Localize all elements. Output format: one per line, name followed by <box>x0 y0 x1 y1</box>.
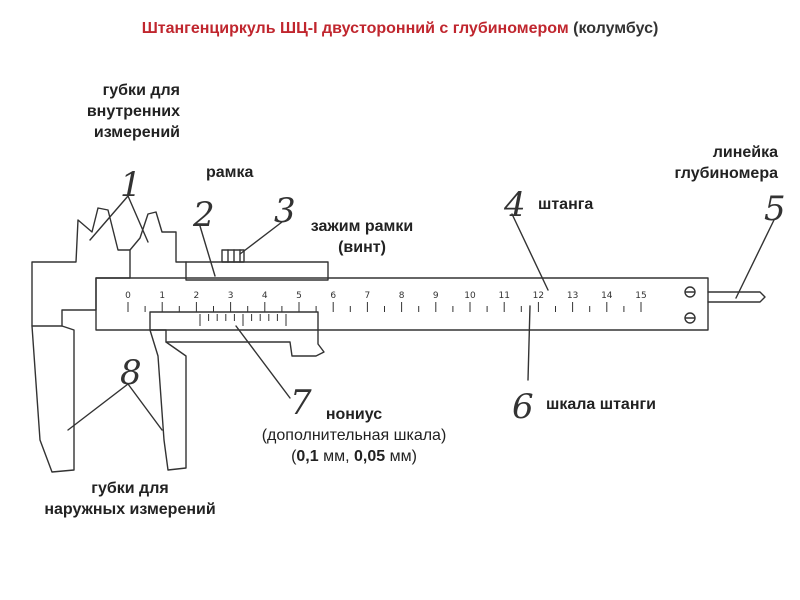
part-number-2: 2 <box>192 195 215 235</box>
label-beam: штанга <box>538 196 594 213</box>
movable-outer-jaw <box>149 329 187 471</box>
label-beam-scale: шкала штанги <box>546 396 656 413</box>
part-number-4: 4 <box>503 185 526 225</box>
rivet-bottom <box>684 312 696 324</box>
part-number-6: 6 <box>512 387 534 427</box>
main-scale-number: 1 <box>159 291 165 301</box>
movable-inner-jaw <box>129 211 187 263</box>
main-scale-number: 9 <box>433 291 439 301</box>
fixed-outer-jaw <box>31 325 75 473</box>
label-inner-jaws: губки для внутренних измерений <box>86 82 180 141</box>
leader-1a <box>89 195 129 241</box>
main-scale-number: 3 <box>228 291 234 301</box>
part-number-5: 5 <box>764 189 786 229</box>
main-scale-number: 4 <box>262 291 268 301</box>
label-frame-clamp: зажим рамки (винт) <box>310 218 414 256</box>
main-scale-number: 15 <box>635 291 646 301</box>
part-number-1: 1 <box>120 165 142 205</box>
frame-top <box>185 261 329 281</box>
main-scale-ticks <box>127 302 642 312</box>
main-scale-number: 13 <box>567 291 578 301</box>
label-outer-jaws: губки для наружных измерений <box>44 480 216 518</box>
leader-2 <box>199 225 216 277</box>
main-scale-number: 10 <box>464 291 476 301</box>
page-title: Штангенциркуль ШЦ-I двусторонний с глуби… <box>0 20 800 38</box>
leader-8a <box>67 383 129 431</box>
label-vernier: нониус (дополнительная шкала) (0,1 мм, 0… <box>261 406 447 465</box>
label-frame: рамка <box>206 164 254 181</box>
part-number-3: 3 <box>274 191 296 231</box>
main-scale-number: 8 <box>399 291 405 301</box>
main-scale-number: 2 <box>194 291 200 301</box>
fixed-jaw-head <box>31 207 131 327</box>
label-depth-rule: линейка глубиномера <box>674 144 778 182</box>
part-number-7: 7 <box>290 383 312 423</box>
leader-5 <box>735 219 775 299</box>
title-suffix: (колумбус) <box>573 20 659 37</box>
main-scale-number: 0 <box>125 291 131 301</box>
main-scale-number: 5 <box>296 291 302 301</box>
leader-4 <box>511 213 549 291</box>
part-number-8: 8 <box>120 353 142 393</box>
leader-3 <box>239 221 283 255</box>
main-scale-number: 12 <box>533 291 544 301</box>
depth-rule <box>707 291 766 303</box>
frame-body <box>149 311 325 357</box>
leader-8b <box>127 383 163 431</box>
rivet-top <box>684 286 696 298</box>
leader-1b <box>127 195 149 243</box>
main-scale-number: 14 <box>601 291 613 301</box>
title-main: Штангенциркуль ШЦ-I двусторонний с глуби… <box>141 20 569 37</box>
vernier-scale-ticks <box>199 314 287 326</box>
clamp-screw <box>221 249 245 263</box>
main-scale-number: 6 <box>330 291 336 301</box>
main-scale-number: 11 <box>498 291 509 301</box>
main-scale-number: 7 <box>365 291 371 301</box>
leader-6 <box>527 305 531 381</box>
leader-7 <box>235 325 291 399</box>
